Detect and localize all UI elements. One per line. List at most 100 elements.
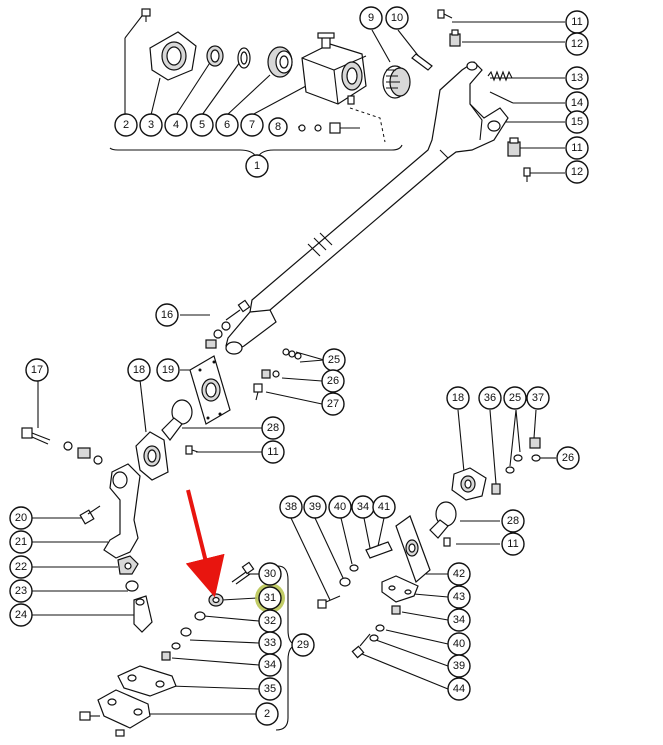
callout-part: 36 xyxy=(478,386,502,410)
part-grease-nipple-12-top xyxy=(449,29,461,47)
callout-part: 17 xyxy=(25,358,49,382)
callout-part: 32 xyxy=(258,609,282,633)
svg-text:31: 31 xyxy=(264,592,276,604)
part-spring-13 xyxy=(487,70,513,82)
part-screw-11-mid xyxy=(523,167,531,182)
part-washer-33 xyxy=(180,627,192,637)
svg-text:25: 25 xyxy=(509,392,521,404)
svg-text:18: 18 xyxy=(452,392,464,404)
callout-part: 27 xyxy=(321,392,345,416)
svg-text:39: 39 xyxy=(309,501,321,513)
svg-text:1: 1 xyxy=(254,160,260,172)
part-pin-24 xyxy=(133,595,153,633)
callout-part: 40 xyxy=(328,495,352,519)
part-bolt-44 xyxy=(351,633,371,659)
callout-part: 30 xyxy=(258,562,282,586)
part-pin-10 xyxy=(411,53,433,71)
callout-part: 28 xyxy=(261,416,285,440)
part-plate-42 xyxy=(395,515,431,584)
part-bolt-8-assembly xyxy=(298,122,360,134)
part-block-41 xyxy=(365,541,393,559)
svg-text:24: 24 xyxy=(15,609,27,621)
callout-part: 23 xyxy=(9,579,33,603)
svg-text:33: 33 xyxy=(264,637,276,649)
part-bushing-9 xyxy=(382,65,411,99)
callout-part: 15 xyxy=(565,110,589,134)
svg-text:5: 5 xyxy=(199,119,205,131)
callout-part: 3 xyxy=(139,113,163,137)
svg-text:34: 34 xyxy=(357,501,369,513)
svg-text:37: 37 xyxy=(532,392,544,404)
leader-lines-top xyxy=(124,11,565,174)
callout-part: 34 xyxy=(447,608,471,632)
svg-text:22: 22 xyxy=(15,561,27,573)
part-housing-7 xyxy=(301,32,367,105)
callout-part: 12 xyxy=(565,32,589,56)
callout-part: 37 xyxy=(526,386,550,410)
callout-part: 42 xyxy=(447,562,471,586)
svg-text:43: 43 xyxy=(453,591,465,603)
callout-part: 29 xyxy=(291,633,315,657)
callout-part: 34 xyxy=(258,653,282,677)
callout-part: 26 xyxy=(556,446,580,470)
svg-text:14: 14 xyxy=(571,97,583,109)
callout-part: 19 xyxy=(156,358,180,382)
callout-part: 43 xyxy=(447,585,471,609)
callout-part: 14 xyxy=(565,91,589,115)
part-arm-28 xyxy=(161,399,193,441)
part-plate-2-lower xyxy=(79,689,151,737)
leader-lines-lower-right xyxy=(290,409,556,690)
callout-part: 31 xyxy=(258,586,282,610)
callout-part: 39 xyxy=(303,495,327,519)
part-pedal-arm-21 xyxy=(103,463,141,559)
part-arm-28-right xyxy=(429,501,457,539)
svg-text:11: 11 xyxy=(267,446,278,458)
svg-text:29: 29 xyxy=(297,639,309,651)
svg-text:38: 38 xyxy=(285,501,297,513)
callout-part: 2 xyxy=(255,702,279,726)
part-bracket-35 xyxy=(117,665,177,697)
callout-part: 38 xyxy=(279,495,303,519)
svg-text:13: 13 xyxy=(571,72,583,84)
svg-text:15: 15 xyxy=(571,116,583,128)
part-washer-26 xyxy=(261,369,280,379)
callout-part: 13 xyxy=(565,66,589,90)
part-bearing-housing-3 xyxy=(149,31,197,81)
callout-part: 41 xyxy=(372,495,396,519)
svg-text:7: 7 xyxy=(249,119,255,131)
part-screw-11-right xyxy=(443,537,451,547)
svg-text:34: 34 xyxy=(453,614,465,626)
part-bolt-17 xyxy=(21,427,103,465)
callout-part: 11 xyxy=(565,136,589,160)
callout-part: 2 xyxy=(114,113,138,137)
part-bolt-2-top xyxy=(141,8,151,22)
svg-text:19: 19 xyxy=(162,364,174,376)
callout-part: 33 xyxy=(258,631,282,655)
part-washer-32 xyxy=(194,611,206,621)
callout-part: 21 xyxy=(9,530,33,554)
svg-text:17: 17 xyxy=(31,364,43,376)
svg-text:30: 30 xyxy=(264,568,276,580)
callout-part: 5 xyxy=(190,113,214,137)
part-nut-31 xyxy=(208,593,224,607)
part-bolt-27 xyxy=(253,383,263,401)
part-plate-43 xyxy=(381,575,419,603)
callout-part: 11 xyxy=(501,532,525,556)
callout-part: 25 xyxy=(503,386,527,410)
part-screw-11-left xyxy=(185,445,199,455)
part-nut-37 xyxy=(529,437,541,449)
svg-text:4: 4 xyxy=(173,119,179,131)
part-screw-11-top xyxy=(437,9,453,19)
callout-part: 26 xyxy=(321,369,345,393)
part-washer-40 xyxy=(349,564,359,572)
svg-text:26: 26 xyxy=(562,452,574,464)
part-bolt-20 xyxy=(79,505,101,525)
callout-part: 10 xyxy=(385,6,409,30)
callout-part: 8 xyxy=(268,117,288,137)
svg-text:10: 10 xyxy=(391,12,403,24)
callout-part: 24 xyxy=(9,603,33,627)
part-washer-26-right xyxy=(531,454,541,462)
part-washers-25 xyxy=(282,348,302,360)
part-washers-40-right xyxy=(369,624,385,642)
